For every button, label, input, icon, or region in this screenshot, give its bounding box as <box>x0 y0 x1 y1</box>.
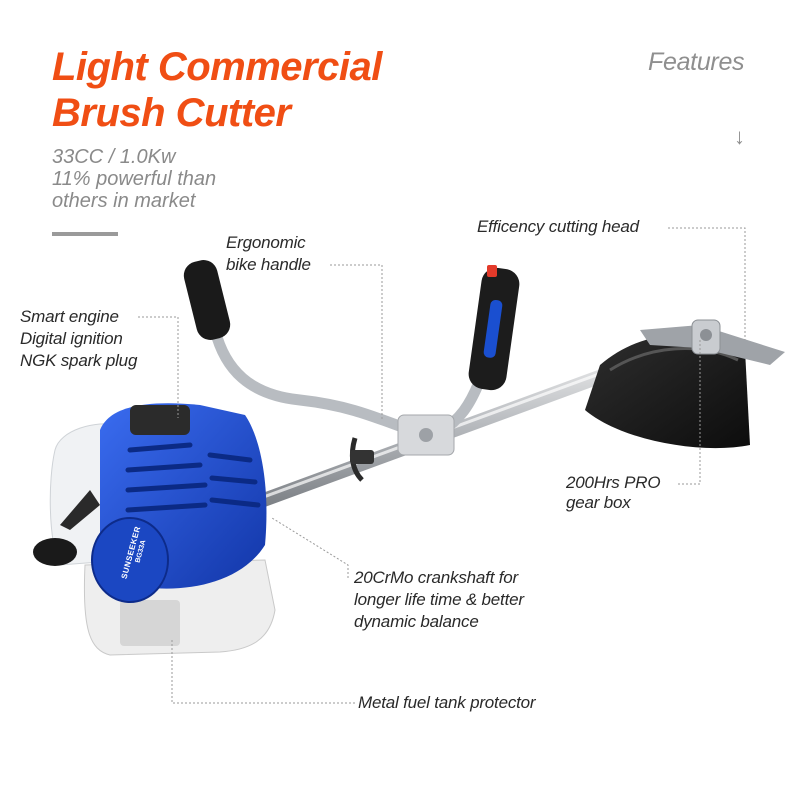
callout-gearbox-line-1: 200Hrs PRO <box>566 473 661 492</box>
callout-engine-line-3: NGK spark plug <box>20 351 138 370</box>
subtitle: 33CC / 1.0Kw 11% powerful than others in… <box>52 146 216 212</box>
callout-gearbox-line-2: gear box <box>566 493 631 512</box>
cutting-head <box>585 319 785 449</box>
callout-handle-line-2: bike handle <box>226 255 311 274</box>
title-line-2: Brush Cutter <box>52 91 291 135</box>
callout-fuel-tank-line-1: Metal fuel tank protector <box>358 693 536 712</box>
leader-lines <box>138 227 746 704</box>
arrow-down-icon: ↓ <box>734 124 745 149</box>
callout-gearbox: 200Hrs PRO gear box <box>566 473 661 513</box>
callout-crankshaft-line-3: dynamic balance <box>354 612 479 631</box>
harness-ring <box>349 437 374 482</box>
callout-handle: Ergonomic bike handle <box>226 232 311 276</box>
callout-crankshaft: 20CrMo crankshaft for longer life time &… <box>354 567 524 633</box>
features-heading: Features <box>648 48 745 76</box>
callout-cutting-head: Efficency cutting head <box>477 216 639 238</box>
callout-crankshaft-line-1: 20CrMo crankshaft for <box>354 568 518 587</box>
callout-engine-line-2: Digital ignition <box>20 329 123 348</box>
subtitle-line-1: 33CC / 1.0Kw <box>52 146 176 168</box>
callout-crankshaft-line-2: longer life time & better <box>354 590 524 609</box>
callout-cutting-head-line-1: Efficency cutting head <box>477 217 639 236</box>
callout-handle-line-1: Ergonomic <box>226 233 306 252</box>
subtitle-line-3: others in market <box>52 190 196 212</box>
title-line-1: Light Commercial <box>52 45 382 89</box>
callout-fuel-tank: Metal fuel tank protector <box>358 692 536 714</box>
callout-engine: Smart engine Digital ignition NGK spark … <box>20 306 137 372</box>
callout-engine-line-1: Smart engine <box>20 307 119 326</box>
bike-handle <box>183 260 520 456</box>
divider <box>52 232 118 236</box>
subtitle-line-2: 11% powerful than <box>52 168 217 190</box>
engine <box>33 403 276 656</box>
page-title: Light Commercial Brush Cutter <box>52 44 382 136</box>
